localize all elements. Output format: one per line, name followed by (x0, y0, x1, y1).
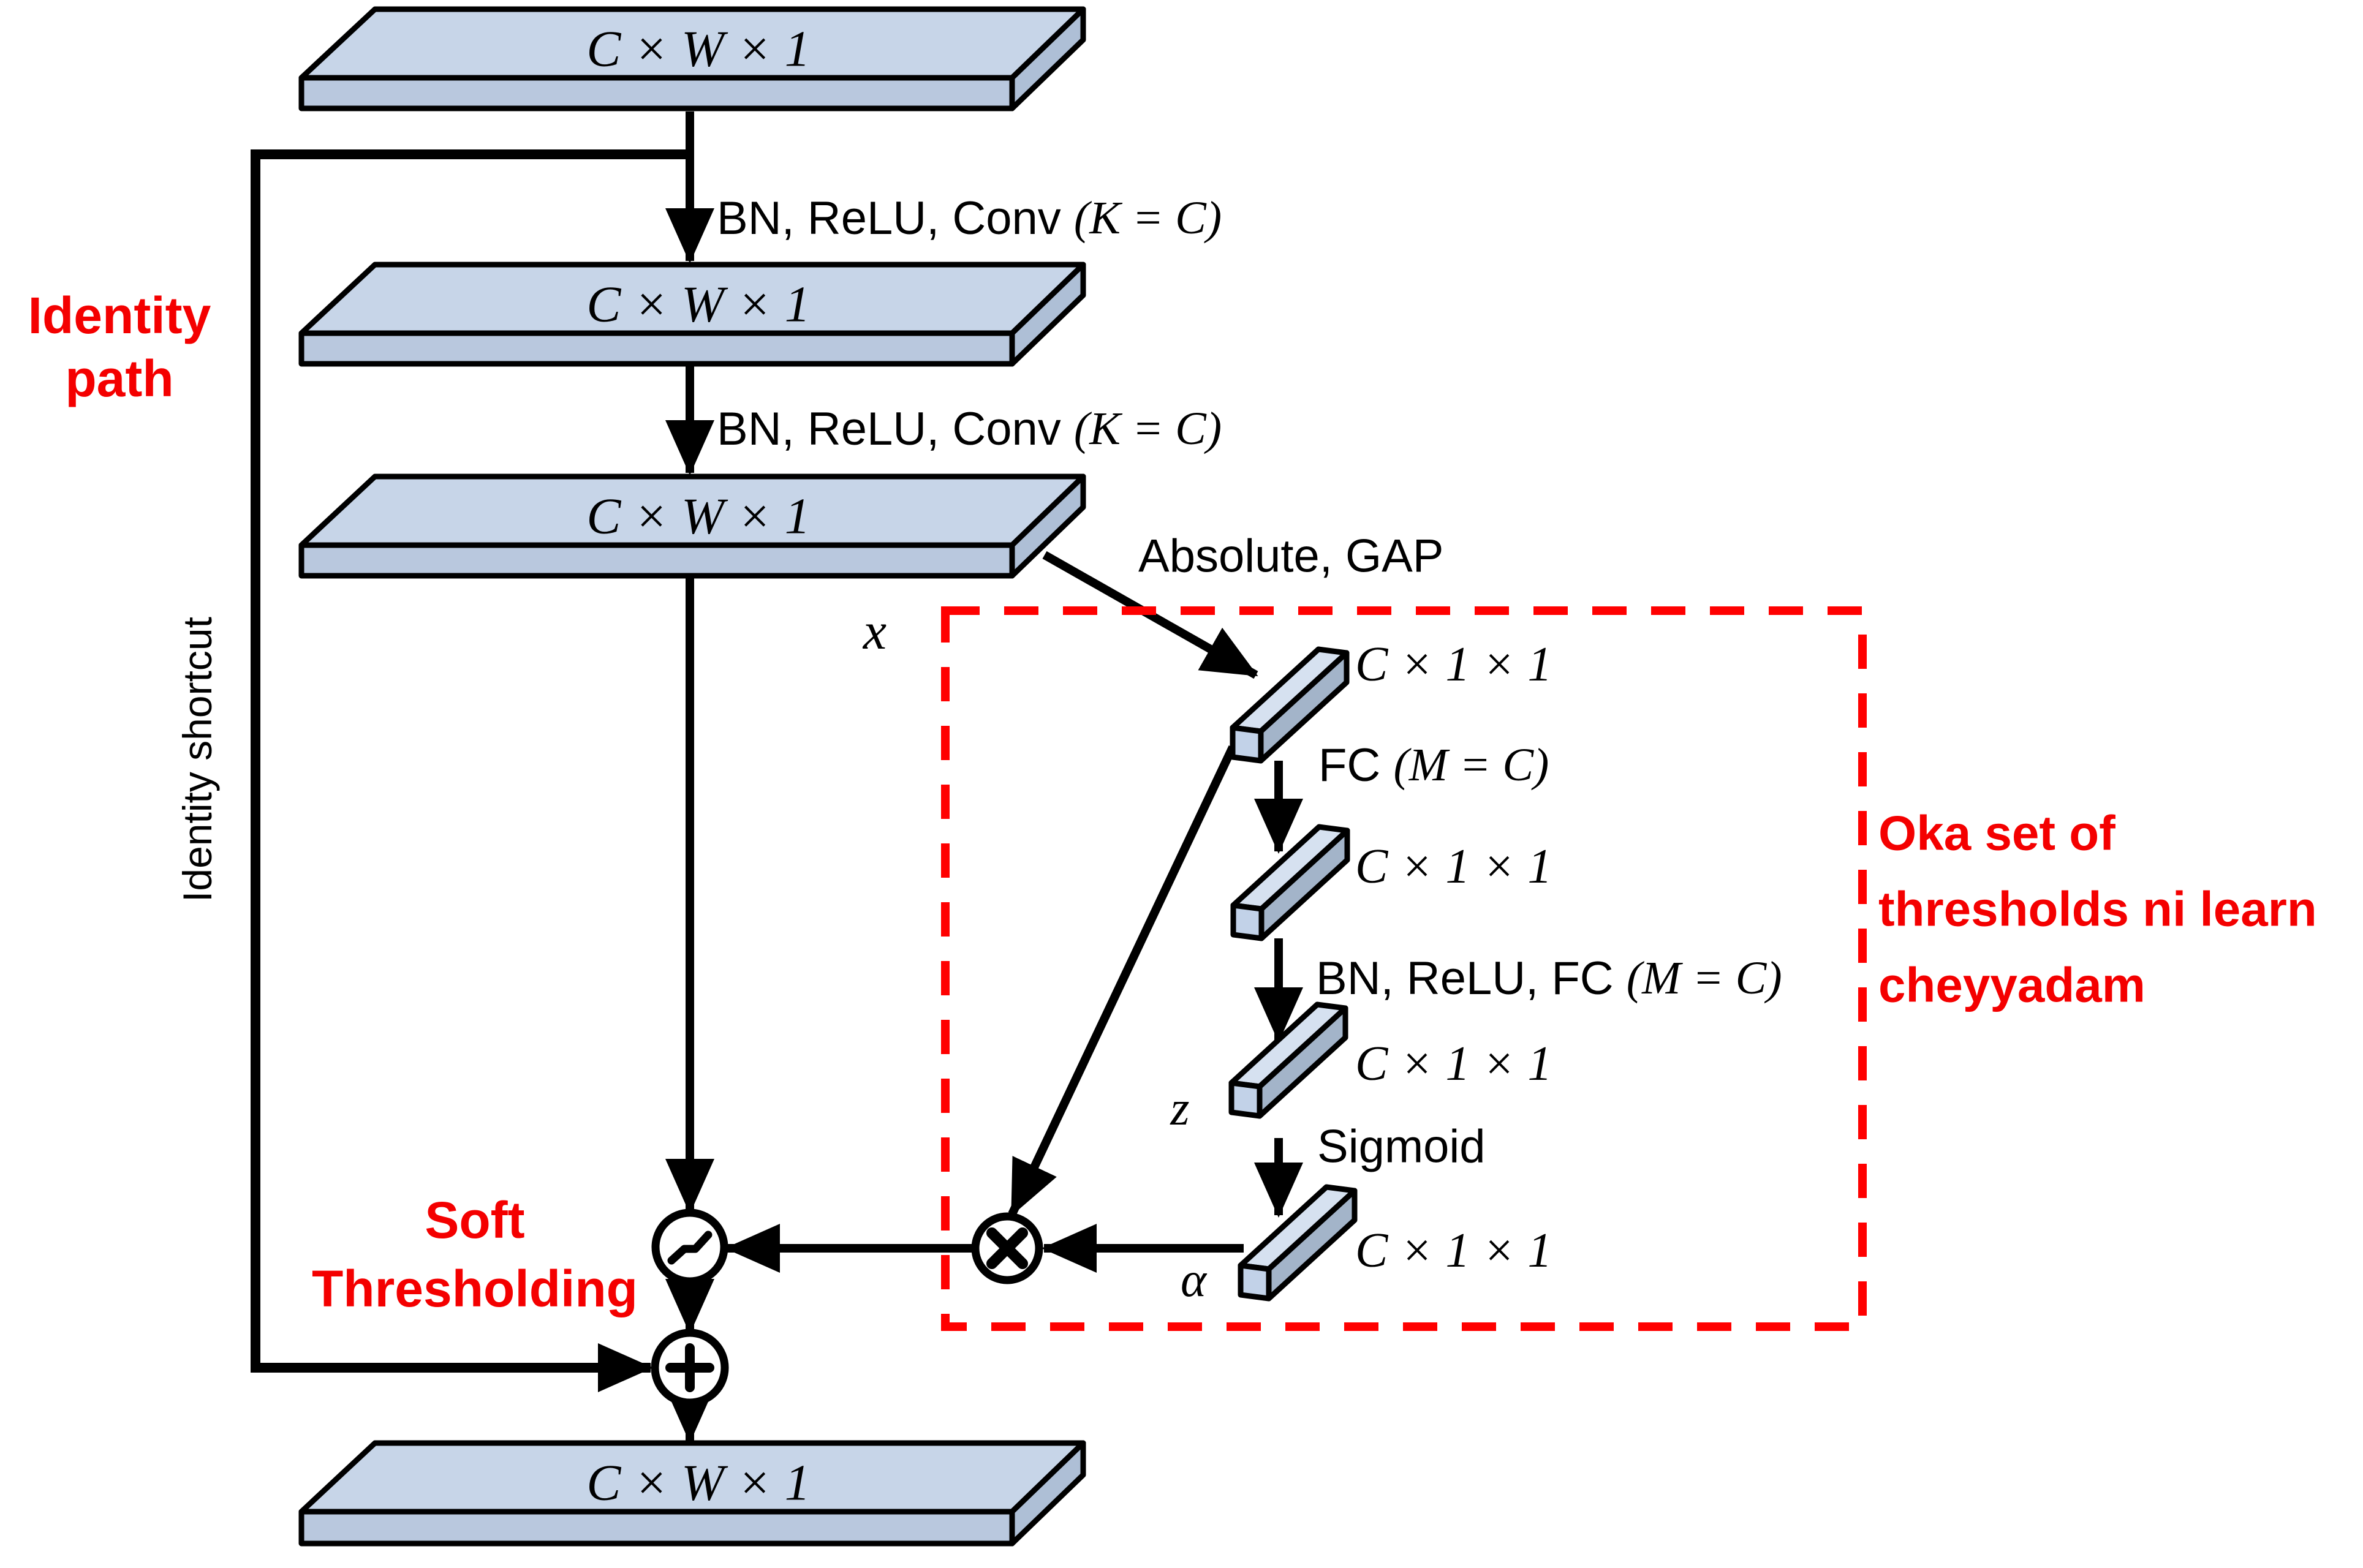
threshold-learning-box (941, 606, 1867, 1331)
arrow-gapvector-to-multiply (1008, 745, 1237, 1216)
var-alpha-label: α (1181, 1253, 1208, 1307)
plus-icon (665, 1343, 714, 1392)
bar-front-face (1230, 725, 1264, 764)
multiply-node (971, 1212, 1043, 1284)
slab1-dim-label: C × W × 1 (586, 21, 810, 78)
fc1-vector-bar (1230, 824, 1350, 941)
bn-relu-conv-label-2: BN, ReLU, Conv (K = C) (717, 403, 1222, 455)
feature-map-slab-input (298, 6, 1086, 111)
multiply-x-icon (986, 1227, 1028, 1269)
slab-side-face (1009, 6, 1086, 111)
identity-shortcut-path (251, 149, 690, 1392)
soft-threshold-curve-icon (667, 1231, 713, 1265)
gap-vector-bar (1230, 646, 1350, 764)
sigmoid-label: Sigmoid (1317, 1121, 1486, 1173)
absolute-gap-label: Absolute, GAP (1138, 530, 1444, 582)
identity-path-label-line2: path (65, 350, 173, 407)
slab-front-face (298, 542, 1015, 579)
identity-path-label-line1: Identity (28, 287, 211, 344)
var-x-label: x (862, 601, 887, 660)
z-vector-dim-label: C × 1 × 1 (1355, 1037, 1552, 1091)
soft-thresholding-label-line2: Thresholding (312, 1260, 638, 1317)
feature-map-slab-mid2 (298, 473, 1086, 579)
bar-front-face (1238, 1262, 1272, 1302)
slab2-dim-label: C × W × 1 (586, 276, 810, 333)
slab-front-face (298, 1509, 1015, 1547)
slab3-dim-label: C × W × 1 (586, 488, 810, 545)
feature-map-slab-mid1 (298, 262, 1086, 367)
soft-threshold-node (651, 1208, 728, 1286)
alpha-vector-dim-label: C × 1 × 1 (1355, 1224, 1552, 1278)
fc1-vector-dim-label: C × 1 × 1 (1355, 840, 1552, 894)
add-node (651, 1329, 729, 1407)
soft-thresholding-label-line1: Soft (425, 1191, 524, 1249)
output-slab-dim-label: C × W × 1 (586, 1455, 810, 1512)
threshold-note-line1: Oka set of (1878, 806, 2115, 861)
fc-label: FC (M = C) (1318, 739, 1549, 791)
slab-front-face (298, 330, 1015, 367)
feature-map-slab-output (298, 1440, 1086, 1547)
slab-front-face (298, 75, 1015, 111)
slab-side-face (1009, 473, 1086, 579)
slab-side-face (1009, 1440, 1086, 1547)
bn-relu-conv-label-1: BN, ReLU, Conv (K = C) (717, 192, 1222, 244)
threshold-note-line3: cheyyadam (1878, 958, 2146, 1012)
bar-front-face (1230, 902, 1265, 941)
z-vector-bar (1228, 1001, 1348, 1119)
var-z-label: z (1170, 1082, 1189, 1136)
identity-shortcut-label: Identity shortcut (175, 617, 220, 902)
slab-side-face (1009, 262, 1086, 367)
bar-front-face (1228, 1080, 1263, 1119)
alpha-vector-bar (1238, 1184, 1358, 1302)
threshold-note-line2: thresholds ni learn (1878, 882, 2317, 937)
bn-relu-fc-label: BN, ReLU, FC (M = C) (1316, 952, 1782, 1005)
gap-vector-dim-label: C × 1 × 1 (1355, 638, 1552, 692)
